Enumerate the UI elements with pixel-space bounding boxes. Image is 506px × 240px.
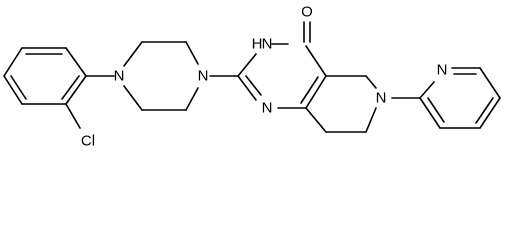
pyrimidinone-ring <box>237 43 327 109</box>
oxygen-label: O <box>301 4 313 21</box>
pyridine-ring <box>419 67 501 129</box>
piperazine-ring <box>123 41 199 111</box>
chlorine-label: Cl <box>81 133 95 150</box>
pyridine-n-label: N <box>437 62 448 79</box>
piperazine-n-right-label: N <box>198 68 209 85</box>
tetrahydropyridine-ring <box>305 75 377 133</box>
pyrimidine-n1-label: N <box>262 100 273 117</box>
ring-n6-label: N <box>376 90 387 107</box>
amide-n-label: N <box>262 36 273 53</box>
carbonyl <box>303 21 311 43</box>
piperazine-n-left-label: N <box>114 68 125 85</box>
chlorophenyl-ring <box>3 47 87 105</box>
chemical-structure: Cl N N H N O N N N <box>3 4 501 150</box>
amide-h-label: H <box>252 36 263 53</box>
c-cl-bond <box>65 103 81 129</box>
